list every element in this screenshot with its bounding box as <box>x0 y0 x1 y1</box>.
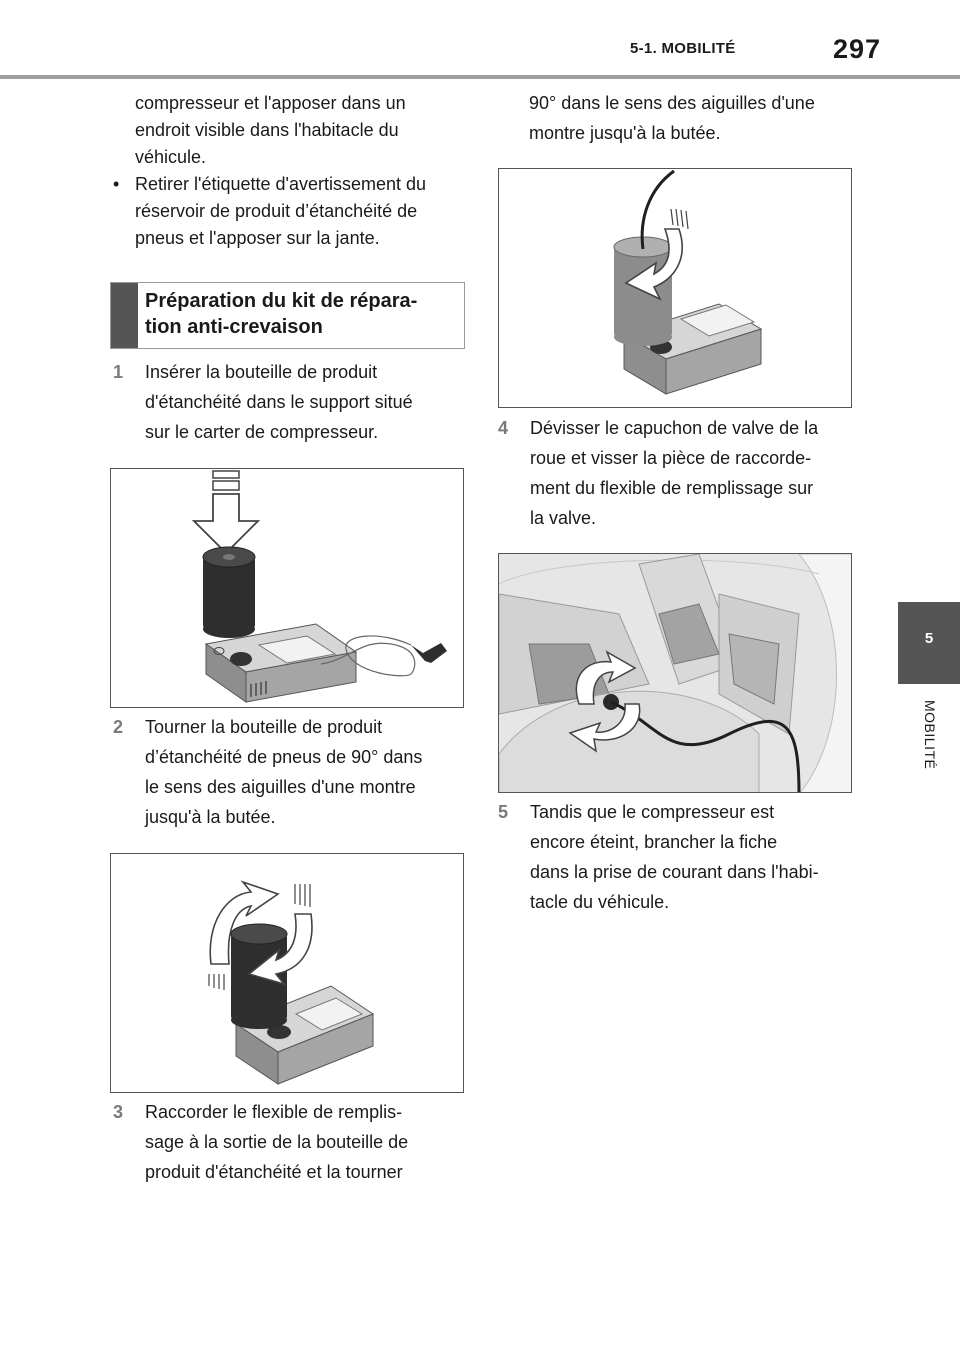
section-heading-box: Préparation du kit de répara- tion anti-… <box>110 282 465 349</box>
step-line: d'étanchéité dans le support situé <box>145 392 413 412</box>
step-line: Insérer la bouteille de produit <box>145 362 378 382</box>
step-number: 5 <box>498 802 509 822</box>
step-1: 1 Insérer la bouteille de produit d'étan… <box>113 357 473 452</box>
step-line: sur le carter de compresseur. <box>145 422 379 442</box>
step-line: montre jusqu'à la butée. <box>529 123 721 143</box>
step-text: Dévisser le capuchon de valve de la roue… <box>530 413 818 533</box>
step-line: la valve. <box>530 508 597 528</box>
step-line: roue et visser la pièce de raccorde- <box>530 448 812 468</box>
step-line: ment du flexible de remplissage sur <box>530 478 814 498</box>
step-line: jusqu'à la butée. <box>145 807 276 827</box>
step-number: 3 <box>113 1102 124 1122</box>
intro-line: compresseur et l'apposer dans un <box>135 93 406 113</box>
step-line: produit d'étanchéité et la tourner <box>145 1162 403 1182</box>
figure-connect-hose <box>498 168 852 408</box>
bullet-marker: • <box>113 174 120 194</box>
figure-wheel-valve <box>498 553 852 793</box>
figure-turn-bottle <box>110 853 464 1093</box>
bullet-line: Retirer l'étiquette d'avertissement du <box>135 174 427 194</box>
intro-line: endroit visible dans l'habitacle du <box>135 120 399 140</box>
step-number: 1 <box>113 362 124 382</box>
chapter-number: 5 <box>924 630 934 647</box>
header-rule <box>0 75 960 79</box>
step-line: sage à la sortie de la bouteille de <box>145 1132 409 1152</box>
step-number: 4 <box>498 418 509 438</box>
page-number: 297 <box>833 34 882 64</box>
step-3-continued: 90° dans le sens des aiguilles d'une mon… <box>529 88 815 148</box>
step-line: d’étanchéité de pneus de 90° dans <box>145 747 423 767</box>
section-title: 5-1. MOBILITÉ <box>630 40 736 57</box>
bullet-line: pneus et l'apposer sur la jante. <box>135 228 380 248</box>
step-line: Raccorder le flexible de remplis- <box>145 1102 403 1122</box>
intro-line: véhicule. <box>135 147 207 167</box>
figure-insert-bottle <box>110 468 464 708</box>
step-text: Raccorder le flexible de remplis- sage à… <box>145 1097 408 1187</box>
step-text: Insérer la bouteille de produit d'étanch… <box>145 357 413 447</box>
step-line: Tourner la bouteille de produit <box>145 717 383 737</box>
step-number: 2 <box>113 717 124 737</box>
step-line: 90° dans le sens des aiguilles d'une <box>529 93 815 113</box>
step-line: encore éteint, brancher la fiche <box>530 832 778 852</box>
bullet-line: réservoir de produit d’étanchéité de <box>135 201 418 221</box>
step-5: 5 Tandis que le compresseur est encore é… <box>498 797 858 922</box>
step-line: dans la prise de courant dans l'habi- <box>530 862 819 882</box>
step-text: Tourner la bouteille de produit d’étanch… <box>145 712 422 832</box>
heading-line: tion anti-crevaison <box>145 316 323 338</box>
chapter-label-container: MOBILITÉ <box>920 700 940 820</box>
heading-line: Préparation du kit de répara- <box>145 290 418 312</box>
chapter-label: MOBILITÉ <box>922 700 938 770</box>
step-line: Dévisser le capuchon de valve de la <box>530 418 819 438</box>
step-2: 2 Tourner la bouteille de produit d’étan… <box>113 712 473 837</box>
step-line: le sens des aiguilles d'une montre <box>145 777 416 797</box>
step-3: 3 Raccorder le flexible de remplis- sage… <box>113 1097 473 1192</box>
heading-bar <box>111 283 138 348</box>
section-heading: Préparation du kit de répara- tion anti-… <box>145 288 417 340</box>
step-line: Tandis que le compresseur est <box>530 802 775 822</box>
chapter-tab <box>898 602 960 684</box>
step-4: 4 Dévisser le capuchon de valve de la ro… <box>498 413 858 538</box>
step-text: Tandis que le compresseur est encore éte… <box>530 797 819 917</box>
step-line: tacle du véhicule. <box>530 892 670 912</box>
